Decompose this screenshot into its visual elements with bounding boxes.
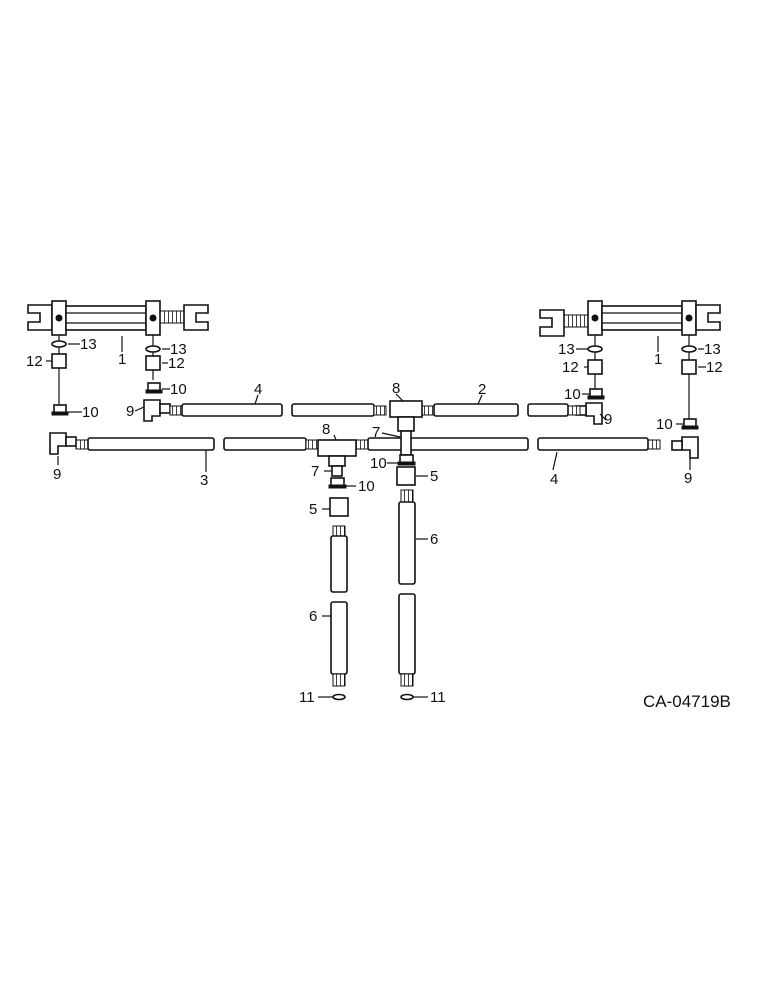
callout-9: 9 <box>126 403 134 420</box>
drawing-code: CA-04719B <box>643 692 731 711</box>
center-fittings <box>328 454 416 517</box>
callout-12: 12 <box>706 359 723 376</box>
callout-labels: 13 12 10 9 1 13 12 10 9 4 8 2 8 7 3 10 5… <box>26 336 723 706</box>
callout-11: 11 <box>299 689 315 706</box>
left-fittings <box>49 335 171 455</box>
hose-4-upper-left <box>169 403 387 417</box>
callout-7: 7 <box>372 424 380 441</box>
hose-3-lower-left <box>75 437 319 451</box>
callout-10: 10 <box>82 404 99 421</box>
callout-5: 5 <box>309 501 317 518</box>
callout-8: 8 <box>392 380 400 397</box>
callout-9: 9 <box>684 470 692 487</box>
callout-3: 3 <box>200 472 208 489</box>
callout-10: 10 <box>358 478 375 495</box>
dust-caps <box>332 693 414 701</box>
callout-10: 10 <box>370 455 387 472</box>
callout-1: 1 <box>654 351 662 368</box>
callout-13: 13 <box>80 336 97 353</box>
leader-lines <box>46 336 706 698</box>
callout-12: 12 <box>26 353 43 370</box>
left-cylinder <box>27 300 209 336</box>
callout-5: 5 <box>430 468 438 485</box>
callout-9: 9 <box>53 466 61 483</box>
right-fittings <box>575 335 699 459</box>
callout-6: 6 <box>430 531 438 548</box>
callout-6: 6 <box>309 608 317 625</box>
callout-4: 4 <box>550 471 558 488</box>
callout-13: 13 <box>704 341 721 358</box>
tee-fitting-lower <box>317 439 357 477</box>
callout-10: 10 <box>564 386 581 403</box>
callout-10: 10 <box>170 381 187 398</box>
callout-13: 13 <box>170 341 187 358</box>
callout-8: 8 <box>322 421 330 438</box>
callout-7: 7 <box>311 463 319 480</box>
callout-12: 12 <box>168 355 185 372</box>
callout-4: 4 <box>254 381 262 398</box>
hose-6-right <box>398 489 416 687</box>
callout-2: 2 <box>478 381 486 398</box>
callout-13: 13 <box>558 341 575 358</box>
tee-fitting-upper <box>389 400 423 456</box>
callout-11: 11 <box>430 689 446 706</box>
hose-6-left <box>330 525 348 687</box>
right-cylinder <box>539 300 721 337</box>
callout-1: 1 <box>118 351 126 368</box>
callout-9: 9 <box>604 411 612 428</box>
hose-2-upper-right <box>421 403 581 417</box>
callout-12: 12 <box>562 359 579 376</box>
callout-10: 10 <box>656 416 673 433</box>
